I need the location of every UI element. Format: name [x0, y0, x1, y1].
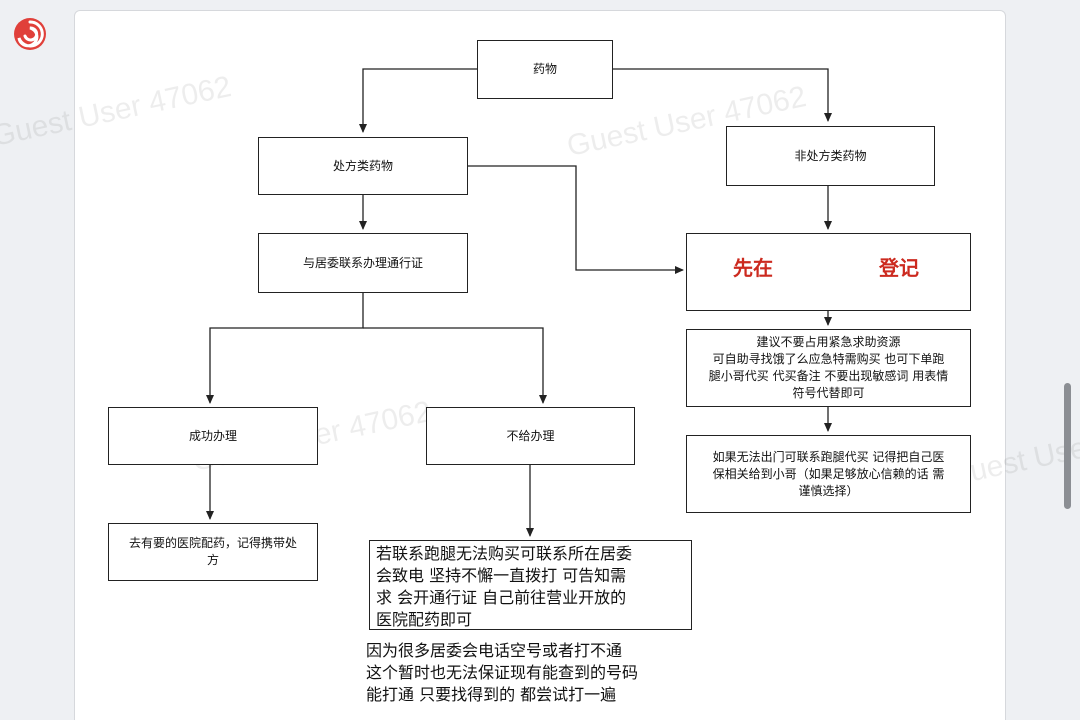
- hospital-line: 去有要的医院配药，记得携带处: [128, 536, 297, 550]
- calling-line: 会致电 坚持不懈一直拨打 可告知需: [376, 566, 627, 585]
- node-label: 成功办理: [188, 428, 237, 443]
- advice-line: 符号代替即可: [792, 386, 865, 400]
- node-go-hospital: 去有要的医院配药，记得携带处 方: [108, 523, 318, 581]
- node-advice: 建议不要占用紧急求助资源 可自助寻找饿了么应急特需购买 也可下单跑 腿小哥代买 …: [686, 329, 971, 407]
- calling-line: 医院配药即可: [376, 610, 473, 629]
- advice-line: 腿小哥代买 代买备注 不要出现敏感词 用表情: [708, 369, 949, 383]
- node-runner-option: 如果无法出门可联系跑腿代买 记得把自己医 保相关给到小哥（如果足够放心信赖的话 …: [686, 435, 971, 513]
- node-contact-committee: 与居委联系办理通行证: [258, 233, 468, 293]
- node-keep-calling: 若联系跑腿无法购买可联系所在居委 会致电 坚持不懈一直拨打 可告知需 求 会开通…: [369, 540, 692, 630]
- advice-line: 可自助寻找饿了么应急特需购买 也可下单跑: [712, 352, 945, 366]
- node-register-first: 先在 登记: [686, 233, 971, 311]
- scrollbar-thumb[interactable]: [1064, 383, 1071, 509]
- note-line: 这个暂时也无法保证现有能查到的号码: [366, 663, 639, 682]
- node-label: 非处方类药物: [794, 148, 867, 163]
- note-line: 能打通 只要找得到的 都尝试打一遍: [366, 685, 617, 704]
- runner-line: 谨慎选择）: [798, 483, 859, 498]
- node-prescription: 处方类药物: [258, 137, 468, 195]
- node-label: 药物: [532, 62, 557, 76]
- note-line: 因为很多居委会电话空号或者打不通: [366, 641, 623, 660]
- spiral-logo-icon: [14, 18, 46, 50]
- node-label: 不给办理: [506, 428, 555, 443]
- runner-line: 保相关给到小哥（如果足够放心信赖的话 需: [712, 466, 945, 481]
- free-note: 因为很多居委会电话空号或者打不通 这个暂时也无法保证现有能查到的号码 能打通 只…: [366, 640, 638, 706]
- calling-line: 求 会开通行证 自己前往营业开放的: [376, 588, 627, 607]
- register-first-left: 先在: [733, 256, 773, 280]
- node-otc: 非处方类药物: [726, 126, 935, 186]
- runner-line: 如果无法出门可联系跑腿代买 记得把自己医: [712, 449, 945, 464]
- register-first-right: 登记: [879, 256, 919, 280]
- node-medicine: 药物: [477, 40, 613, 99]
- calling-line: 若联系跑腿无法购买可联系所在居委: [376, 544, 633, 563]
- hospital-line: 方: [206, 553, 219, 567]
- node-refused: 不给办理: [426, 407, 635, 465]
- node-success: 成功办理: [108, 407, 318, 465]
- advice-line: 建议不要占用紧急求助资源: [756, 335, 901, 349]
- node-label: 与居委联系办理通行证: [302, 255, 423, 270]
- node-label: 处方类药物: [332, 158, 393, 173]
